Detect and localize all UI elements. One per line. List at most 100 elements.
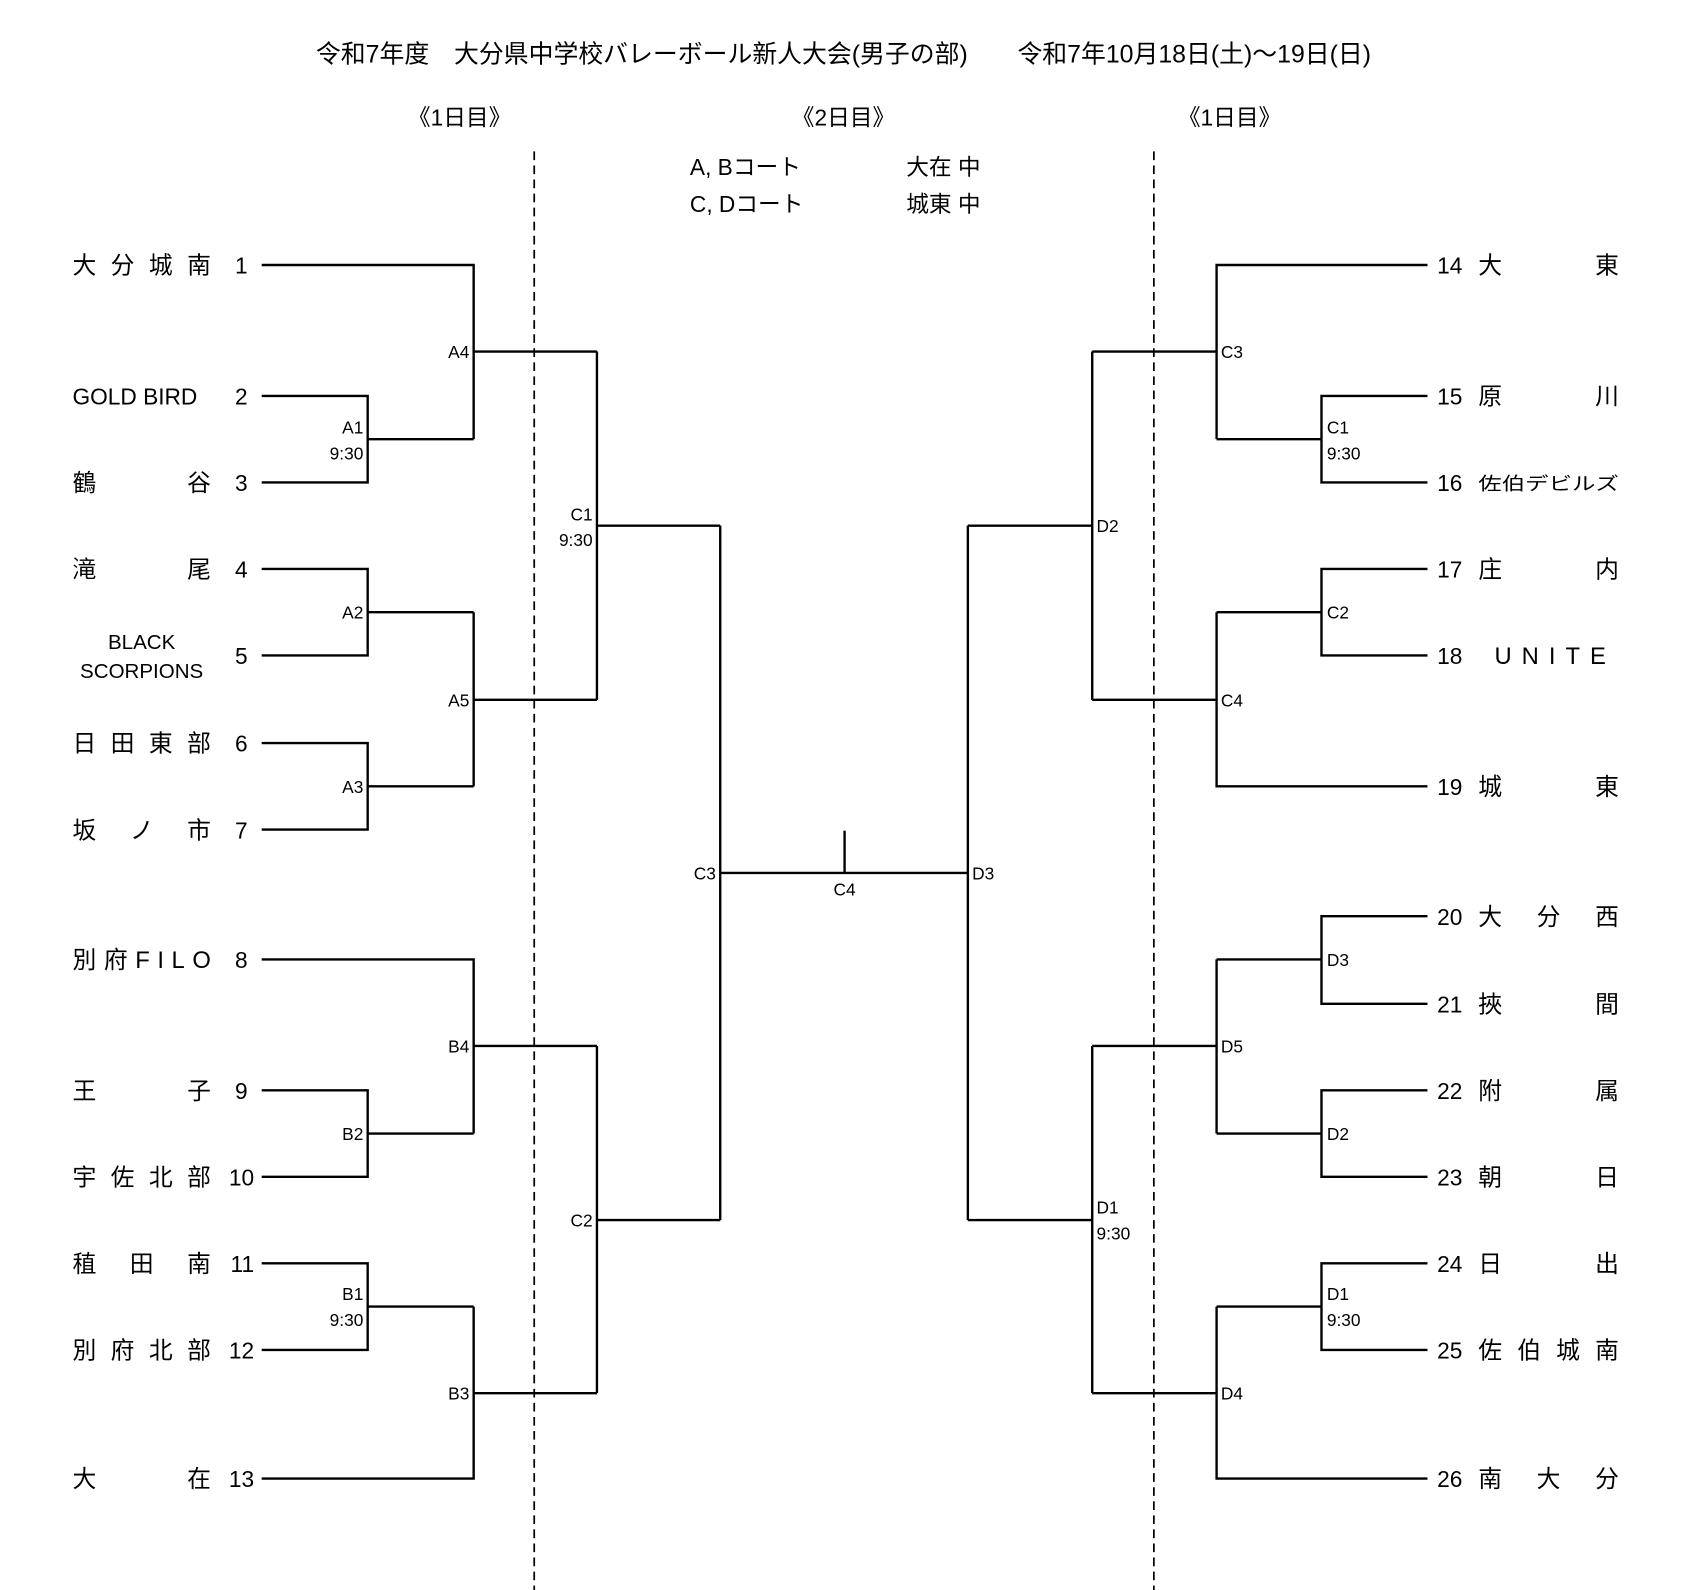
match-label: C1: [1327, 418, 1349, 438]
match-label: A2: [342, 603, 363, 623]
team-number: 5: [235, 643, 248, 669]
match-label: C3: [694, 863, 716, 883]
team-number: 10: [229, 1164, 254, 1190]
bracket-line-d4: [1092, 1306, 1428, 1480]
team-name: 大分西: [1478, 904, 1619, 931]
match-label: B4: [448, 1036, 470, 1056]
team-name: 挾間: [1478, 991, 1619, 1018]
team-number: 8: [235, 947, 248, 973]
bracket-line-c4-right: [1092, 612, 1428, 788]
bracket-line-a5: [472, 612, 597, 787]
team-number: 25: [1437, 1338, 1462, 1364]
team-name: BLACK: [108, 631, 176, 654]
left-bracket-lines: [261, 263, 968, 1480]
bracket-line-d2-center: [967, 351, 1094, 700]
day-label-left: 《1日目》: [408, 104, 511, 130]
team-name: 大分城南: [72, 253, 210, 280]
team-number: 7: [235, 817, 248, 843]
court-info-ab: A, Bコート: [690, 154, 801, 180]
match-label: A5: [448, 690, 469, 710]
team-name: 原川: [1478, 384, 1619, 411]
match-time: 9:30: [1327, 1310, 1361, 1330]
team-number: 19: [1437, 774, 1462, 800]
match-label: D4: [1221, 1384, 1243, 1404]
team-number: 4: [235, 557, 248, 583]
team-name: 稙田南: [72, 1251, 210, 1278]
team-name: 佐伯城南: [1478, 1338, 1619, 1365]
bracket-line-c2-right: [1216, 567, 1428, 657]
match-label: D2: [1097, 516, 1119, 536]
day-label-right: 《1日目》: [1178, 104, 1281, 130]
final-match-label: C4: [834, 880, 856, 900]
match-label: D3: [972, 863, 994, 883]
match-time: 9:30: [330, 1310, 364, 1330]
match-label: D5: [1221, 1036, 1243, 1056]
team-number: 16: [1437, 470, 1462, 496]
team-name: 滝尾: [72, 557, 210, 584]
right-match-labels: C3 C1 9:30 C2 C4 D3 D5 D2 D1 9:30 D4: [1221, 342, 1361, 1404]
team-number: 9: [235, 1078, 248, 1104]
team-number: 17: [1437, 557, 1462, 583]
team-number: 14: [1437, 253, 1462, 279]
bracket-line-d2-right: [1216, 1089, 1428, 1179]
match-time: 9:30: [1327, 444, 1361, 464]
team-name: 附属: [1478, 1078, 1619, 1105]
team-name: 別府FILO: [72, 947, 210, 974]
match-label: A1: [342, 418, 363, 438]
match-label: C4: [1221, 690, 1243, 710]
team-number: 22: [1437, 1078, 1462, 1104]
team-number: 1: [235, 253, 248, 279]
team-name: 鶴谷: [72, 470, 210, 497]
page-title: 令和7年度 大分県中学校バレーボール新人大会(男子の部) 令和7年10月18日(…: [316, 41, 1371, 69]
team-name-line2: SCORPIONS: [80, 660, 203, 683]
day-label-center: 《2日目》: [792, 104, 895, 130]
match-label: D1: [1097, 1198, 1119, 1218]
team-name: 大東: [1478, 253, 1619, 280]
match-time: 9:30: [559, 530, 593, 550]
match-label: B1: [342, 1284, 363, 1304]
team-name: 宇佐北部: [72, 1164, 210, 1191]
team-number: 6: [235, 731, 248, 757]
bracket-line-c2: [595, 1045, 721, 1394]
right-bracket-lines: [966, 263, 1428, 1480]
bracket-line-c1: [595, 351, 721, 700]
match-label: D3: [1327, 950, 1349, 970]
venue-ab: 大在 中: [906, 154, 980, 180]
team-number: 26: [1437, 1466, 1462, 1492]
match-label: C1: [570, 504, 592, 524]
team-number: 15: [1437, 384, 1462, 410]
team-name: 佐伯デビルズ: [1478, 473, 1619, 494]
bracket-line-a3: [261, 741, 474, 831]
center-match-labels: C1 9:30 C2 C3 C4 D3 D2 D1 9:30: [559, 504, 1130, 1243]
match-label: C2: [1327, 603, 1349, 623]
team-name: GOLD BIRD: [72, 384, 197, 410]
team-number: 21: [1437, 991, 1462, 1017]
bracket-line-a2: [261, 567, 474, 657]
right-teams: 14 大東 15 原川 16 佐伯デビルズ 17 庄内 18 UNITE 19 …: [1437, 253, 1619, 1494]
bracket-line-d1-center: [967, 1045, 1094, 1394]
team-name: 坂ノ市: [72, 817, 210, 844]
match-label: A3: [342, 777, 363, 797]
team-name: 日田東部: [72, 731, 210, 758]
match-time: 9:30: [330, 444, 364, 464]
team-number: 18: [1437, 643, 1462, 669]
left-match-labels: A4 A1 9:30 A2 A5 A3 B4 B2 B1 9:30 B3: [330, 342, 470, 1404]
team-name: UNITE: [1495, 643, 1606, 670]
team-number: 23: [1437, 1164, 1462, 1190]
bracket-line-a4: [261, 263, 597, 440]
team-number: 12: [229, 1338, 254, 1364]
bracket-line-d5: [1092, 959, 1218, 1134]
team-name: 庄内: [1478, 557, 1619, 584]
bracket-line-b4: [261, 958, 597, 1134]
match-label: C2: [570, 1211, 592, 1231]
left-teams: 大分城南 1 GOLD BIRD 2 鶴谷 3 滝尾 4 BLACK SCORP…: [72, 253, 254, 1494]
team-number: 13: [229, 1466, 254, 1492]
bracket-line-c3-right: [1092, 263, 1428, 440]
team-number: 20: [1437, 904, 1462, 930]
team-name: 朝日: [1478, 1164, 1619, 1191]
bracket-line-b1: [261, 1262, 474, 1352]
bracket-line-b3: [261, 1306, 597, 1480]
match-label: C3: [1221, 342, 1243, 362]
venue-cd: 城東 中: [906, 191, 980, 217]
